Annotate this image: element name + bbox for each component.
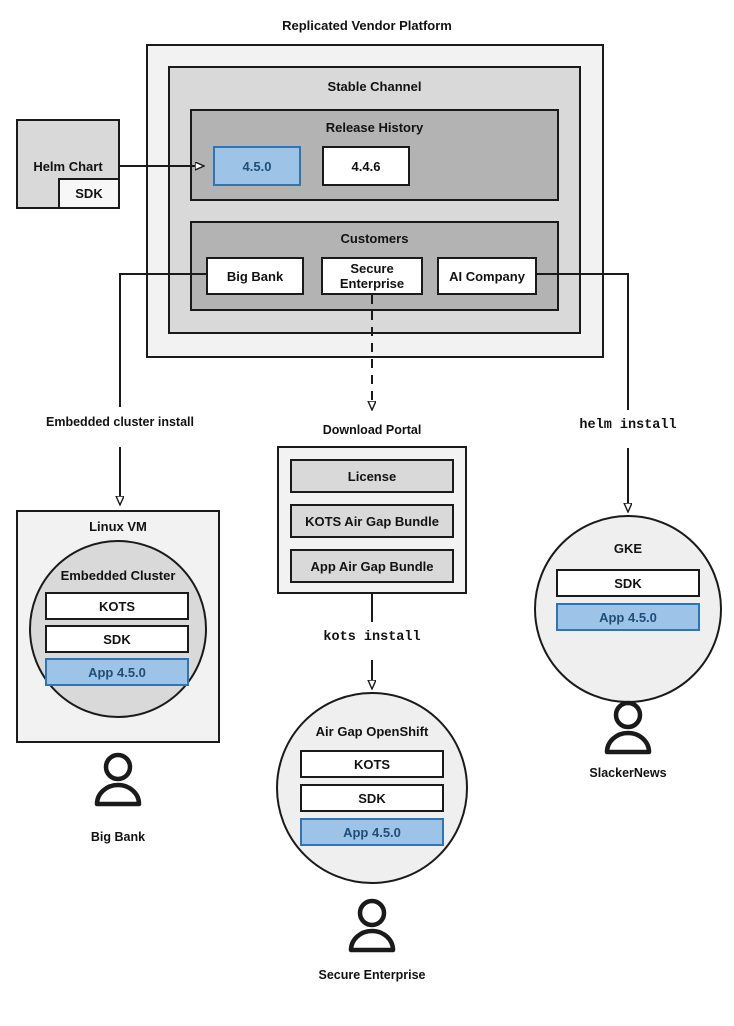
linux-vm-component-app[interactable]: App 4.5.0 <box>45 658 189 686</box>
edge-label-embedded-cluster-install: Embedded cluster install <box>46 415 194 429</box>
gke-component-sdk[interactable]: SDK <box>556 569 700 597</box>
target-gke-label: GKE <box>613 541 643 556</box>
openshift-component-app[interactable]: App 4.5.0 <box>300 818 444 846</box>
persona-secure-enterprise-icon <box>346 898 398 954</box>
gke-component-app[interactable]: App 4.5.0 <box>556 603 700 631</box>
edge-label-helm-install: helm install <box>579 418 677 433</box>
customer-secure-enterprise[interactable]: Secure Enterprise <box>321 257 423 295</box>
openshift-component-kots[interactable]: KOTS <box>300 750 444 778</box>
release-chip-4-5-0[interactable]: 4.5.0 <box>213 146 301 186</box>
target-air-gap-openshift-label: Air Gap OpenShift <box>315 724 429 739</box>
release-chip-4-4-6[interactable]: 4.4.6 <box>322 146 410 186</box>
helm-chart-label: Helm Chart <box>33 159 103 174</box>
customer-big-bank[interactable]: Big Bank <box>206 257 304 295</box>
customers-label: Customers <box>340 231 409 246</box>
persona-slackernews-icon <box>602 700 654 756</box>
download-artifact-app-air-gap-bundle[interactable]: App Air Gap Bundle <box>290 549 454 583</box>
embedded-cluster-label: Embedded Cluster <box>60 568 176 583</box>
download-portal-label: Download Portal <box>322 423 422 437</box>
helm-chart-sdk-box[interactable]: SDK <box>58 178 120 209</box>
release-history-label: Release History <box>325 120 424 135</box>
download-artifact-license[interactable]: License <box>290 459 454 493</box>
persona-big-bank-label: Big Bank <box>90 830 146 844</box>
edge-label-kots-install: kots install <box>323 630 421 645</box>
customer-ai-company[interactable]: AI Company <box>437 257 537 295</box>
persona-big-bank-icon <box>92 752 144 808</box>
openshift-component-sdk[interactable]: SDK <box>300 784 444 812</box>
target-linux-vm-label: Linux VM <box>89 519 147 534</box>
linux-vm-component-sdk[interactable]: SDK <box>45 625 189 653</box>
persona-secure-enterprise-label: Secure Enterprise <box>318 968 426 982</box>
linux-vm-component-kots[interactable]: KOTS <box>45 592 189 620</box>
persona-slackernews-label: SlackerNews <box>589 766 667 780</box>
page-title: Replicated Vendor Platform <box>282 18 452 33</box>
stable-channel-label: Stable Channel <box>327 79 422 94</box>
download-artifact-kots-air-gap-bundle[interactable]: KOTS Air Gap Bundle <box>290 504 454 538</box>
